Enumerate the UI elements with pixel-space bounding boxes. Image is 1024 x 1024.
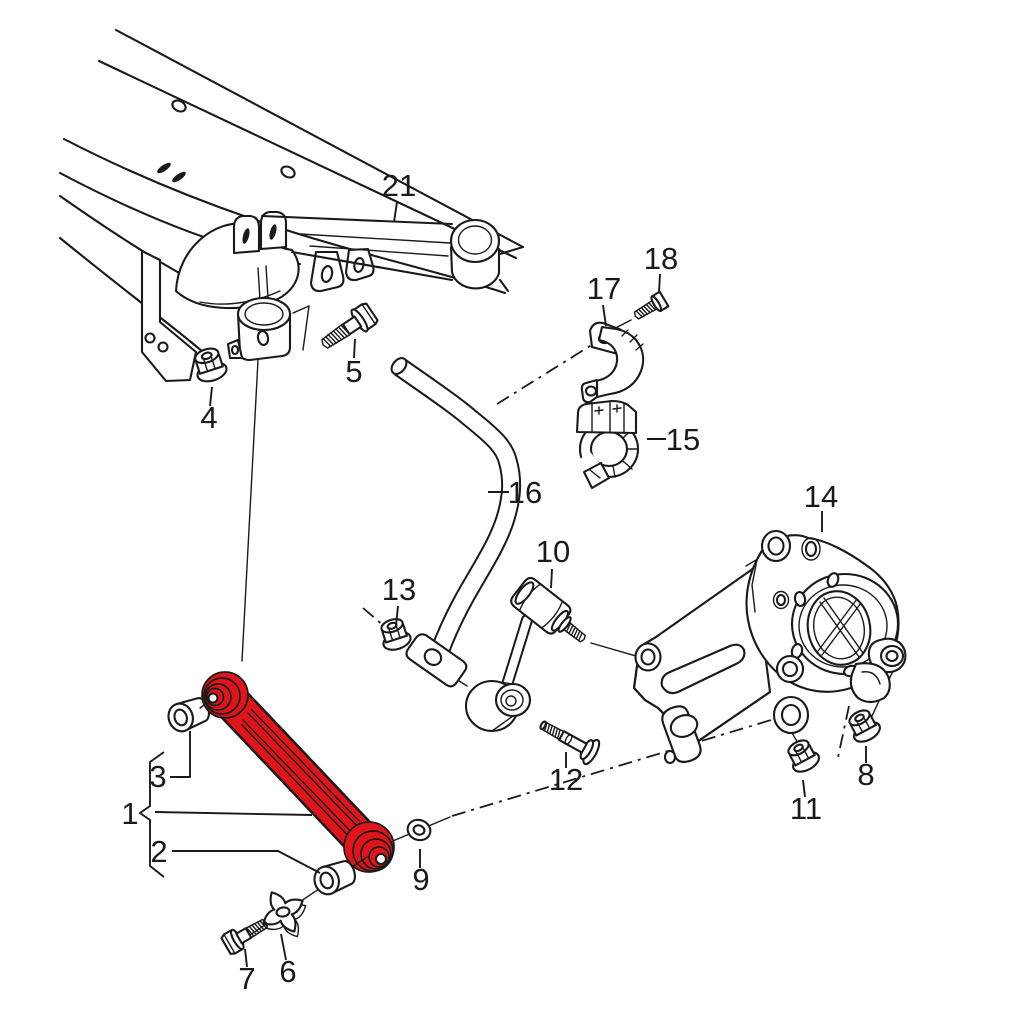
wheel-bearing-housing-14	[632, 529, 907, 765]
callout-4[interactable]: 4	[200, 400, 217, 435]
part-21-bracket-arm	[260, 214, 525, 293]
callout-2[interactable]: 2	[150, 834, 167, 869]
eccentric-washer-6	[262, 891, 307, 938]
bolt-12	[539, 720, 601, 766]
callout-16[interactable]: 16	[508, 475, 542, 510]
control-arm-1-highlighted	[201, 671, 395, 873]
nut-11	[787, 739, 820, 773]
bolt-5	[321, 302, 379, 349]
callout-3[interactable]: 3	[149, 759, 166, 794]
callout-17[interactable]: 17	[587, 271, 621, 306]
callout-12[interactable]: 12	[549, 762, 583, 797]
callout-labels: 21 5 4 17 18 15 16 13 10 14 12 11 8 9 3 …	[121, 168, 874, 996]
callout-11[interactable]: 11	[790, 791, 822, 826]
callout-15[interactable]: 15	[666, 422, 700, 457]
position-lines	[241, 304, 310, 662]
bolt-7	[220, 918, 269, 955]
callout-18[interactable]: 18	[644, 241, 678, 276]
washer-9	[406, 818, 432, 842]
subframe	[58, 28, 525, 383]
bushing-3	[167, 697, 210, 733]
callout-7[interactable]: 7	[238, 961, 255, 996]
callout-1[interactable]: 1	[121, 796, 138, 831]
callout-6[interactable]: 6	[279, 954, 296, 989]
nut-13	[380, 618, 412, 651]
callout-leader-lines	[139, 201, 867, 968]
nut-8	[848, 709, 881, 743]
callout-9[interactable]: 9	[412, 862, 429, 897]
stabilizer-link-10	[464, 576, 586, 733]
callout-10[interactable]: 10	[536, 534, 570, 569]
callout-5[interactable]: 5	[345, 354, 362, 389]
bushing-15	[569, 399, 640, 490]
stabilizer-bar-16	[390, 357, 522, 688]
clamp-17	[580, 321, 645, 404]
bolt-18	[633, 290, 670, 320]
callout-21[interactable]: 21	[382, 168, 416, 203]
callout-13[interactable]: 13	[382, 572, 416, 607]
bushing-2	[313, 860, 356, 896]
nut-4	[194, 347, 228, 383]
callout-14[interactable]: 14	[804, 479, 838, 514]
callout-8[interactable]: 8	[857, 757, 874, 792]
